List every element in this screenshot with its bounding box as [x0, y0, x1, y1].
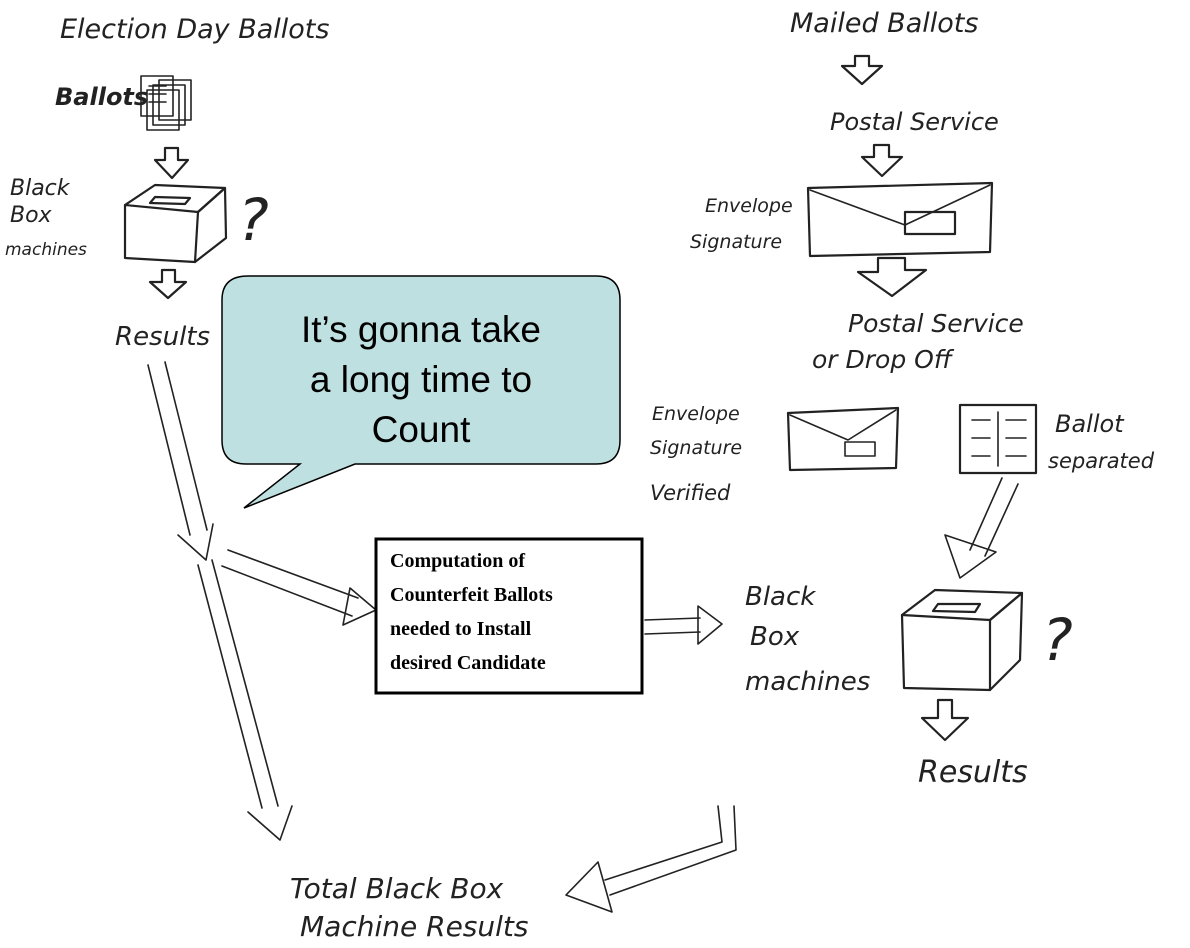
- computation-box: Computation of Counterfeit Ballots neede…: [374, 537, 644, 695]
- left-long-arrow: [147, 361, 214, 561]
- right-ballot-box-icon: [900, 588, 1024, 692]
- verified-envelope-icon: [786, 406, 900, 472]
- bubble-line-1: It’s gonna take: [301, 309, 541, 350]
- total-label-1: Total Black Box: [290, 872, 504, 905]
- down-arrow-icon: [148, 268, 188, 300]
- ballots-label: Ballots: [55, 83, 148, 111]
- arrow-to-right-machines: [644, 605, 723, 645]
- ballot-stack-icon: [140, 75, 192, 131]
- right-machine-label-1: Black: [745, 582, 816, 612]
- left-question-mark: ?: [238, 186, 269, 254]
- mailed-ballots-title: Mailed Ballots: [790, 8, 978, 39]
- postal-or-drop-2: or Drop Off: [812, 345, 955, 374]
- postal-service-label: Postal Service: [830, 108, 999, 136]
- computation-line-4: desired Candidate: [390, 652, 546, 674]
- speech-bubble: It’s gonna take a long time to Count: [221, 275, 621, 509]
- computation-line-3: needed to Install: [390, 618, 532, 640]
- verified-label-2: Signature: [650, 437, 742, 459]
- left-machine-label-2: Box: [10, 203, 53, 228]
- arrow-to-right-box: [944, 477, 1019, 579]
- ballot-separated-label-1: Ballot: [1055, 410, 1125, 438]
- arrow-to-computation: [221, 549, 377, 626]
- envelope-label-2: Signature: [690, 231, 782, 253]
- down-arrow-icon: [856, 256, 928, 298]
- postal-or-drop-1: Postal Service: [848, 309, 1024, 338]
- down-arrow-icon: [860, 143, 904, 178]
- envelope-label-1: Envelope: [705, 195, 793, 217]
- right-machine-label-3: machines: [745, 667, 870, 697]
- computation-line-1: Computation of: [390, 550, 525, 572]
- arrow-from-right-results: [565, 805, 737, 913]
- envelope-icon: [806, 181, 994, 258]
- left-results-label: Results: [115, 322, 210, 352]
- verified-label-1: Envelope: [652, 403, 740, 425]
- bubble-line-3: Count: [372, 409, 471, 450]
- right-question-mark: ?: [1042, 606, 1073, 674]
- left-machine-label-3: machines: [5, 240, 87, 260]
- right-machine-label-2: Box: [750, 622, 800, 652]
- verified-label-3: Verified: [650, 481, 731, 505]
- right-results-label: Results: [918, 755, 1028, 790]
- separated-ballot-icon: [958, 403, 1038, 475]
- left-machine-label-1: Black: [10, 176, 71, 201]
- down-arrow-icon: [920, 698, 970, 742]
- down-arrow-icon: [153, 146, 190, 180]
- total-label-2: Machine Results: [300, 910, 528, 943]
- ballot-separated-label-2: separated: [1048, 449, 1155, 473]
- arrow-to-total: [197, 559, 293, 841]
- bubble-line-2: a long time to: [310, 359, 532, 400]
- ballot-box-icon: [123, 183, 228, 264]
- down-arrow-icon: [840, 54, 884, 86]
- election-day-title: Election Day Ballots: [60, 14, 329, 45]
- computation-line-2: Counterfeit Ballots: [390, 584, 553, 606]
